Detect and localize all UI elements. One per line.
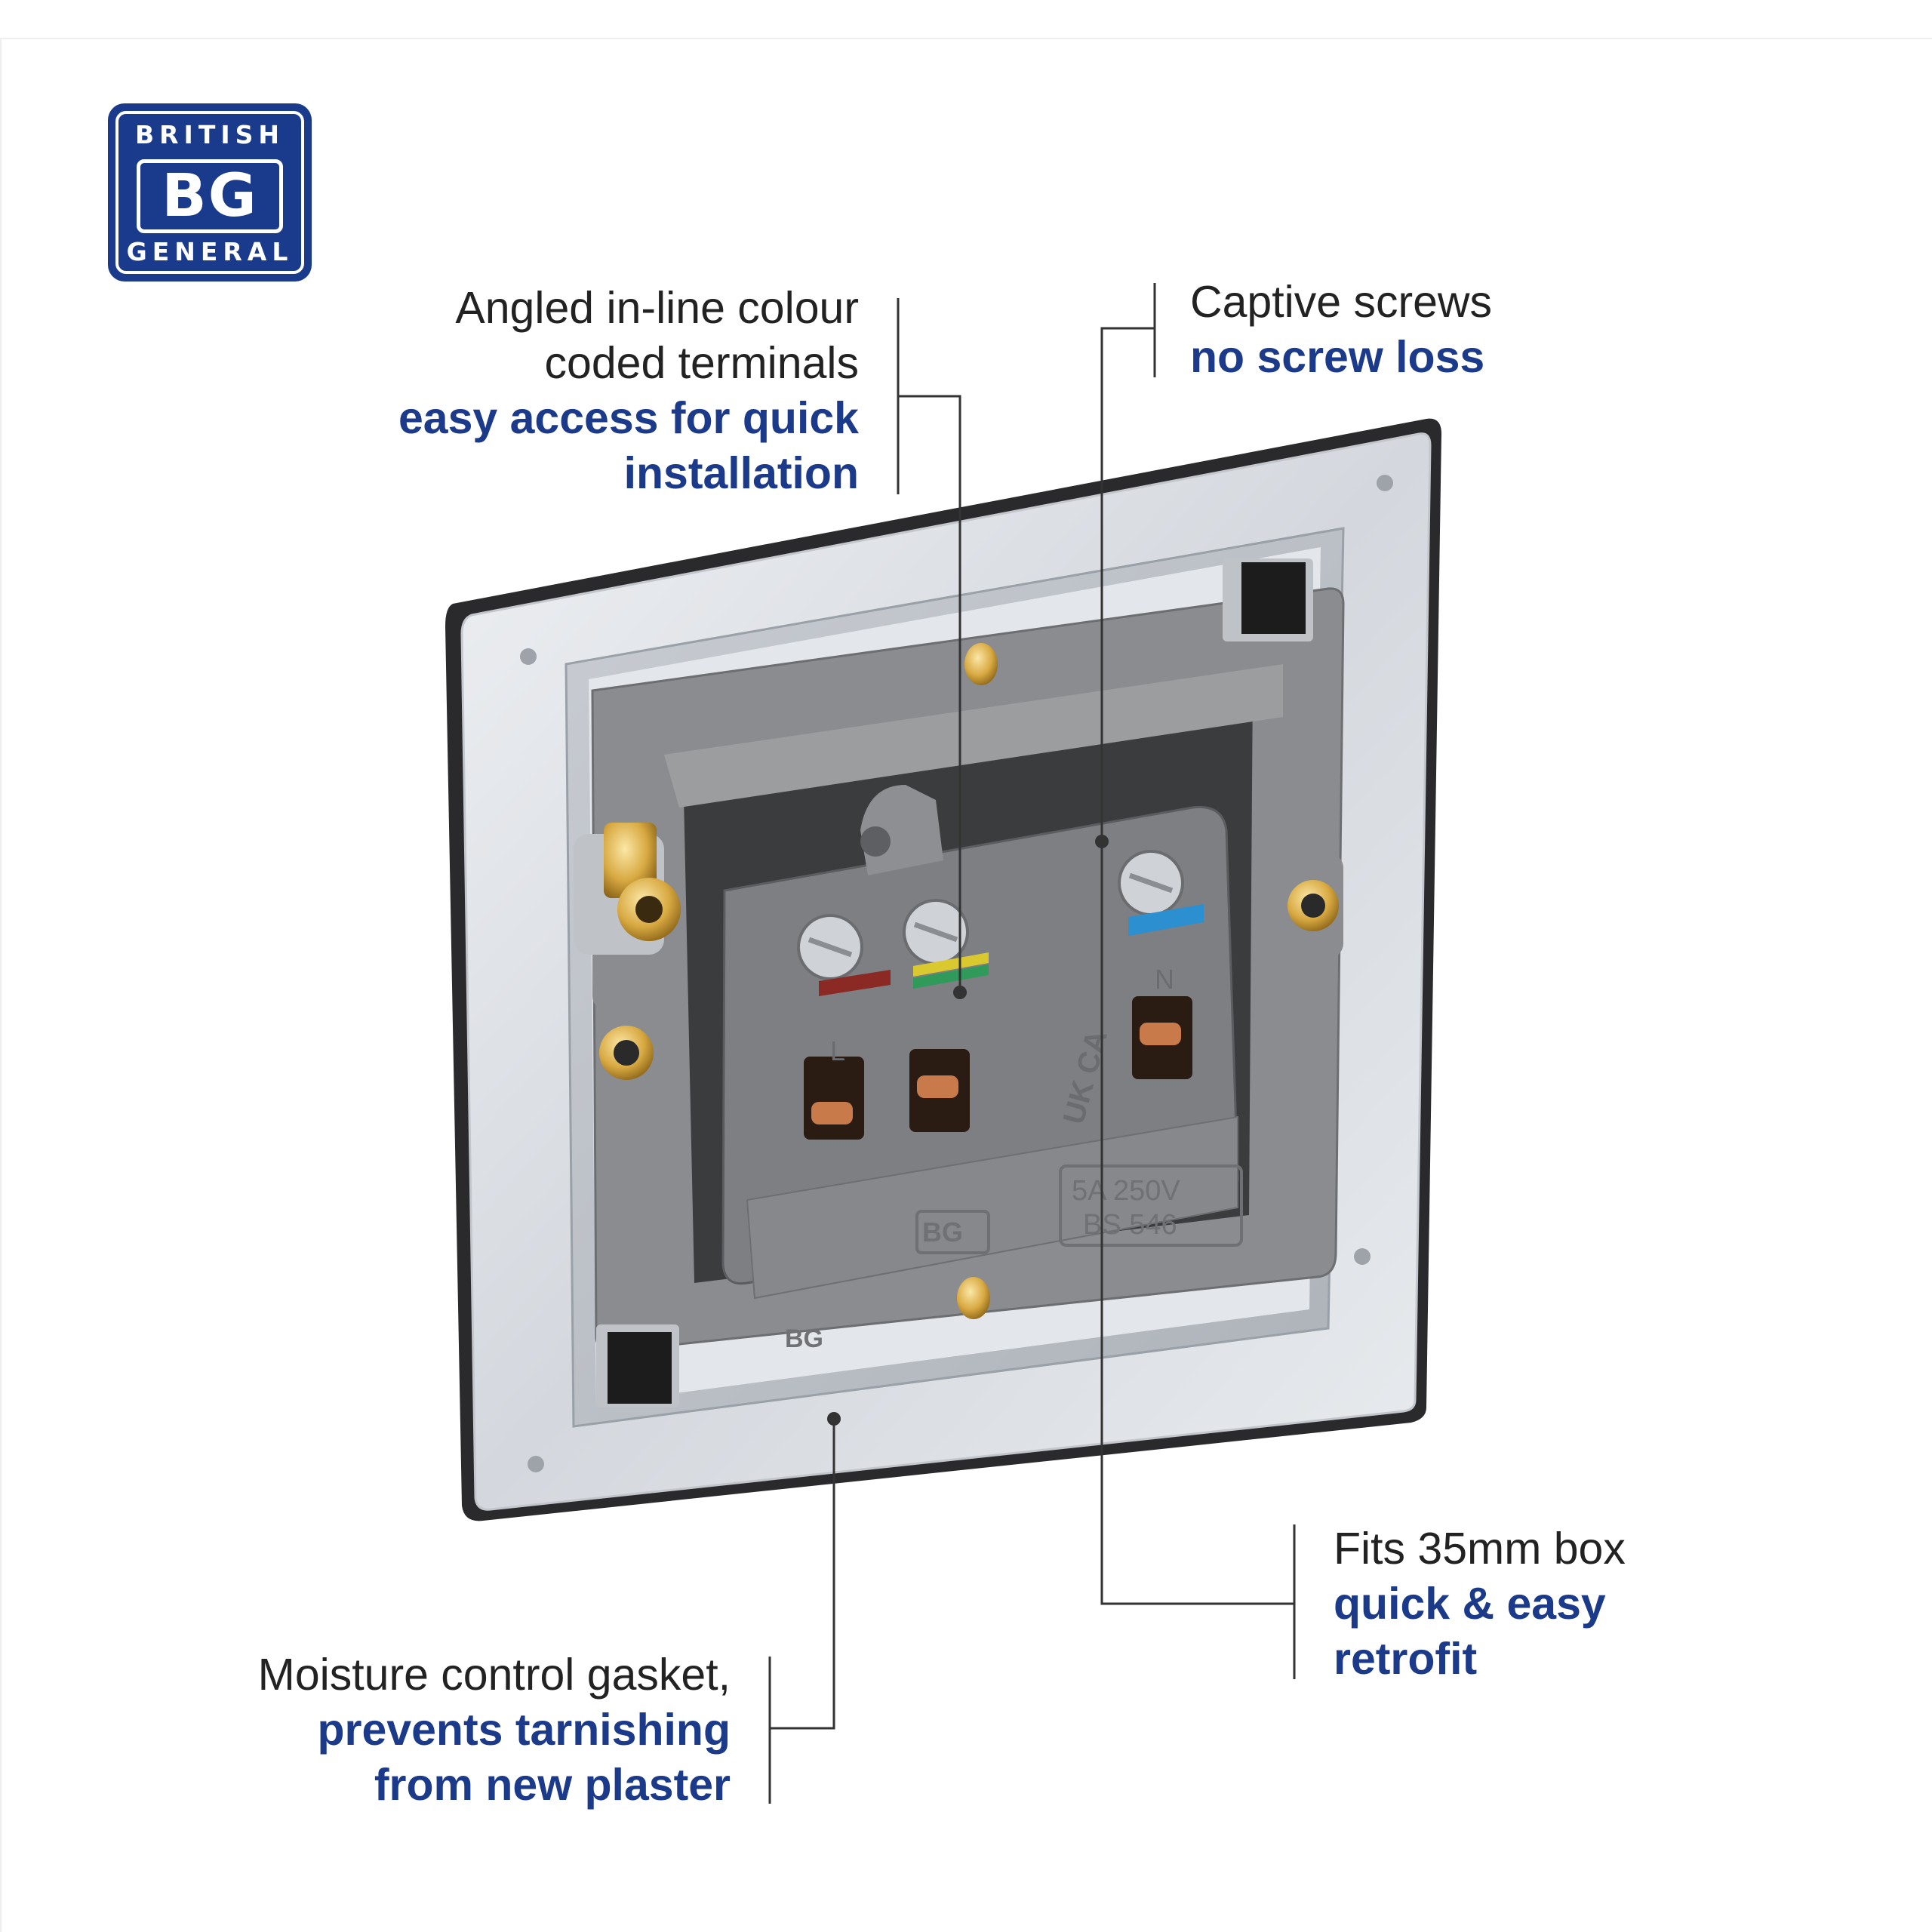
- callout-terminals-line3: easy access for quick: [398, 393, 859, 443]
- callout-gasket: Moisture control gasket, prevents tarnis…: [113, 1647, 731, 1813]
- callout-screws: Captive screws no screw loss: [1190, 275, 1718, 385]
- logo-bg-mark: BG: [137, 159, 283, 233]
- neutral-colour-band: [1128, 904, 1204, 936]
- callout-box-line2: quick & easy: [1334, 1579, 1606, 1629]
- callout-screws-line1: Captive screws: [1190, 277, 1493, 327]
- callout-box: Fits 35mm box quick & easy retrofit: [1334, 1521, 1862, 1687]
- corner-clip-top: [1241, 562, 1306, 634]
- corner-clip-bottom: [608, 1332, 672, 1404]
- callout-screws-line2: no screw loss: [1190, 332, 1485, 382]
- callout-gasket-line2: prevents tarnishing: [317, 1705, 731, 1755]
- logo-top-text: BRITISH: [134, 120, 285, 149]
- callout-gasket-line1: Moisture control gasket,: [257, 1650, 731, 1700]
- terminal-n-label: N: [1155, 964, 1174, 995]
- earth-colour-band-yellow: [913, 952, 989, 977]
- callout-gasket-line3: from new plaster: [374, 1760, 731, 1810]
- brand-marking: BG: [922, 1217, 963, 1247]
- callout-terminals-line1: Angled in-line colour: [455, 283, 859, 333]
- image-frame: [0, 38, 1932, 1932]
- callout-terminals: Angled in-line colour coded terminals ea…: [302, 281, 859, 501]
- terminal-l-label: L: [830, 1035, 845, 1066]
- earth-colour-band-green: [913, 964, 989, 989]
- callout-terminals-line4: installation: [623, 448, 859, 498]
- bg-logo: BRITISH BG GENERAL: [108, 103, 312, 281]
- brand-marking-lower: BG: [785, 1324, 823, 1353]
- callout-terminals-line2: coded terminals: [544, 338, 860, 388]
- live-colour-band: [819, 970, 891, 996]
- callout-box-line1: Fits 35mm box: [1334, 1524, 1626, 1574]
- logo-bottom-text: GENERAL: [126, 237, 294, 266]
- leader-lines: [768, 283, 1296, 1804]
- callout-box-line3: retrofit: [1334, 1634, 1478, 1684]
- standard-marking: BS 546: [1083, 1209, 1177, 1241]
- rating-marking: 5A 250V: [1072, 1175, 1180, 1207]
